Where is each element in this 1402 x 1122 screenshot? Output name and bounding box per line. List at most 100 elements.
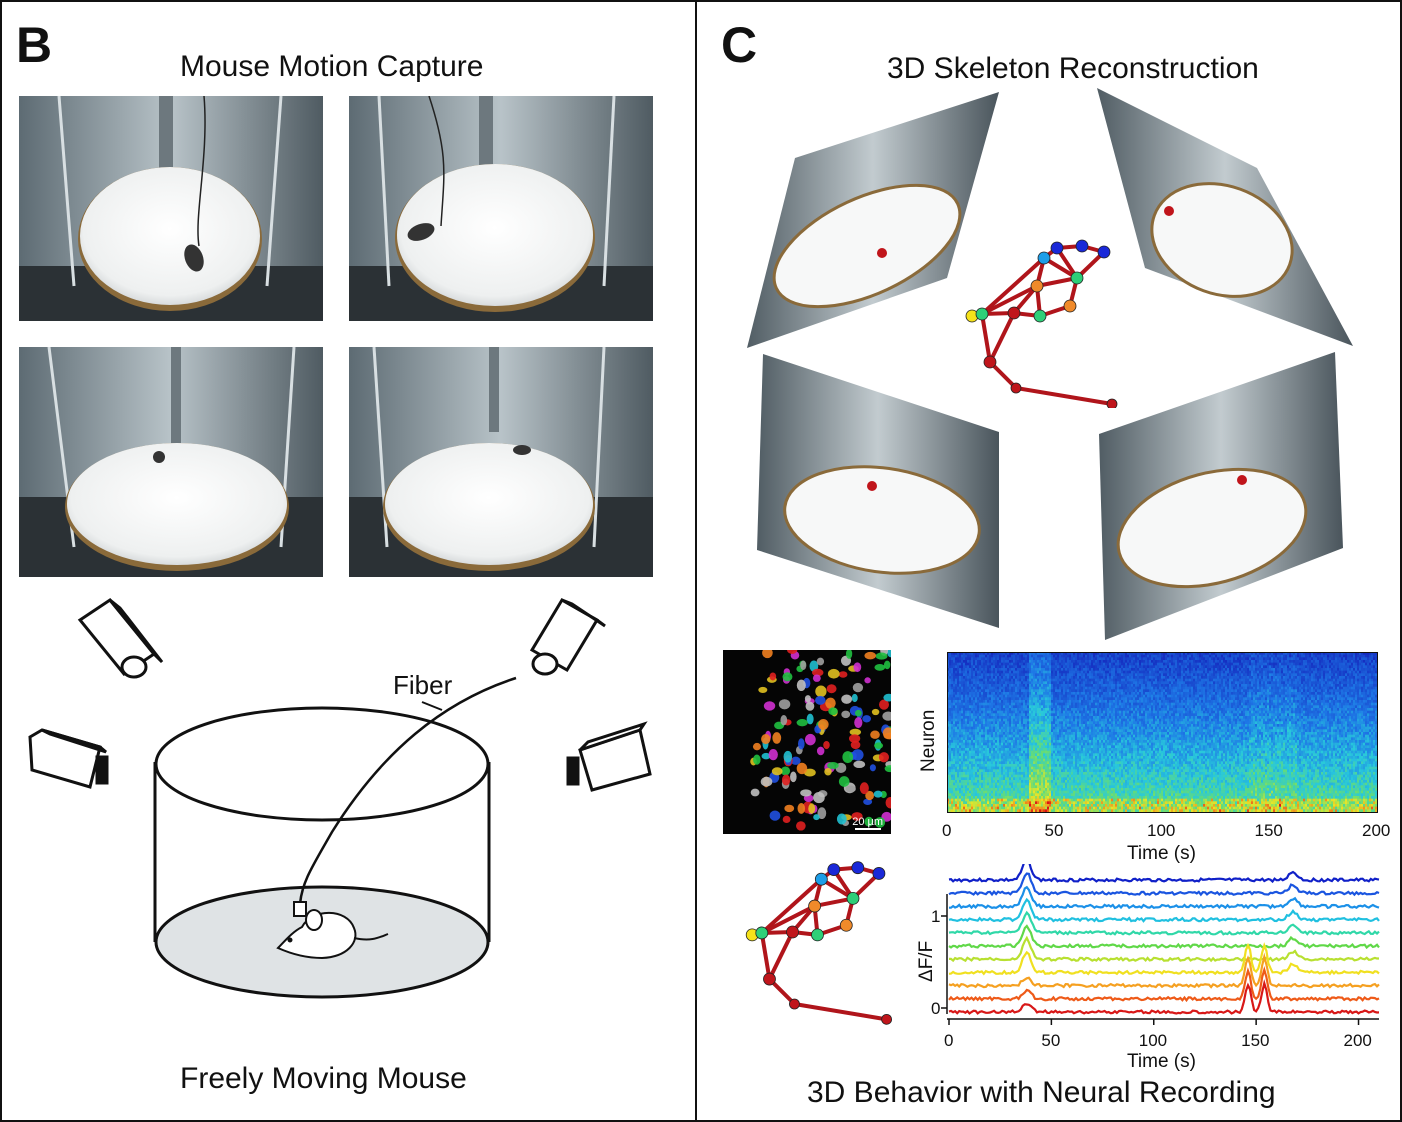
heatmap-cell — [1227, 676, 1230, 679]
heatmap-cell — [1047, 705, 1050, 709]
heatmap-cell — [1103, 670, 1106, 674]
heatmap-cell — [1295, 665, 1298, 669]
heatmap-cell — [1201, 654, 1204, 658]
heatmap-cell — [989, 660, 992, 663]
heatmap-cell — [1103, 662, 1106, 666]
heatmap-cell — [1009, 678, 1012, 682]
heatmap-cell — [1243, 705, 1246, 709]
heatmap-cell — [1057, 702, 1060, 706]
heatmap-cell — [1341, 657, 1344, 661]
heatmap-cell — [1169, 657, 1172, 661]
heatmap-cell — [1225, 678, 1228, 682]
heatmap-cell — [1083, 700, 1086, 703]
heatmap-cell — [1167, 678, 1170, 682]
heatmap-cell — [1157, 684, 1160, 687]
heatmap-cell — [1299, 678, 1302, 682]
heatmap-cell — [1353, 652, 1356, 655]
heatmap-cell — [1325, 662, 1328, 666]
heatmap-cell — [1117, 692, 1120, 695]
heatmap-cell — [1025, 673, 1028, 677]
heatmap-cell — [1299, 660, 1302, 663]
heatmap-cell — [1167, 705, 1170, 709]
heatmap-cell — [1297, 660, 1300, 663]
heatmap-cell — [1213, 705, 1216, 709]
heatmap-cell — [971, 694, 974, 698]
heatmap-cell — [1205, 697, 1208, 701]
heatmap-cell — [955, 684, 958, 687]
heatmap-cell — [1263, 665, 1266, 669]
heatmap-cell — [1335, 705, 1338, 709]
heatmap-cell — [1111, 705, 1114, 709]
heatmap-cell — [1139, 692, 1142, 695]
heatmap-cell — [977, 705, 980, 709]
heatmap-cell — [1323, 670, 1326, 674]
heatmap-cell — [947, 654, 950, 658]
heatmap-cell — [1279, 652, 1282, 655]
heatmap-cell — [1123, 694, 1126, 698]
heatmap-cell — [1211, 705, 1214, 709]
heatmap-cell — [1159, 700, 1162, 703]
heatmap-cell — [1173, 670, 1176, 674]
heatmap-cell — [1219, 700, 1222, 703]
heatmap-cell — [1005, 676, 1008, 679]
heatmap-cell — [1003, 665, 1006, 669]
heatmap-cell — [1007, 673, 1010, 677]
heatmap-cell — [1307, 676, 1310, 679]
heatmap-cell — [1321, 665, 1324, 669]
heatmap-cell — [1169, 692, 1172, 695]
heatmap-cell — [1275, 686, 1278, 690]
heatmap-cell — [1025, 697, 1028, 701]
heatmap-cell — [1275, 660, 1278, 663]
heatmap-cell — [1223, 686, 1226, 690]
heatmap-cell — [1049, 692, 1052, 695]
heatmap-cell — [1179, 684, 1182, 687]
heatmap-cell — [991, 681, 994, 685]
heatmap-cell — [1121, 681, 1124, 685]
heatmap-cell — [1177, 702, 1180, 706]
heatmap-cell — [987, 660, 990, 663]
heatmap-cell — [967, 665, 970, 669]
heatmap-cell — [1347, 708, 1350, 711]
heatmap-cell — [1191, 689, 1194, 693]
heatmap-cell — [1203, 662, 1206, 666]
heatmap-cell — [1255, 654, 1258, 658]
heatmap-cell — [1201, 684, 1204, 687]
heatmap-cell — [1205, 665, 1208, 669]
heatmap-cell — [1059, 662, 1062, 666]
heatmap-cell — [1187, 670, 1190, 674]
heatmap-cell — [1111, 694, 1114, 698]
heatmap-cell — [1141, 678, 1144, 682]
heatmap-cell — [1093, 654, 1096, 658]
heatmap-cell — [1185, 670, 1188, 674]
heatmap-cell — [1087, 652, 1090, 655]
heatmap-cell — [965, 708, 968, 711]
heatmap-cell — [1179, 700, 1182, 703]
heatmap-cell — [1217, 678, 1220, 682]
heatmap-cell — [1147, 692, 1150, 695]
heatmap-cell — [1295, 657, 1298, 661]
heatmap-cell — [1043, 665, 1046, 669]
heatmap-cell — [1019, 665, 1022, 669]
heatmap-cell — [1037, 668, 1040, 671]
heatmap-cell — [1283, 681, 1286, 685]
heatmap-cell — [1141, 684, 1144, 687]
heatmap-cell — [1161, 657, 1164, 661]
heatmap-cell — [1297, 670, 1300, 674]
heatmap-cell — [1137, 686, 1140, 690]
heatmap-cell — [1089, 686, 1092, 690]
heatmap-cell — [1007, 697, 1010, 701]
heatmap-cell — [1113, 673, 1116, 677]
heatmap-cell — [973, 665, 976, 669]
cell-roi — [855, 709, 862, 717]
heatmap-cell — [1087, 673, 1090, 677]
heatmap-cell — [1269, 670, 1272, 674]
heatmap-cell — [1197, 662, 1200, 666]
heatmap-cell — [1335, 692, 1338, 695]
skeleton-joint — [1037, 251, 1051, 265]
heatmap-cell — [1205, 692, 1208, 695]
heatmap-cell — [995, 668, 998, 671]
heatmap-cell — [1039, 700, 1042, 703]
heatmap-cell — [1137, 702, 1140, 706]
heatmap-cell — [1277, 694, 1280, 698]
heatmap-cell — [1351, 652, 1354, 655]
